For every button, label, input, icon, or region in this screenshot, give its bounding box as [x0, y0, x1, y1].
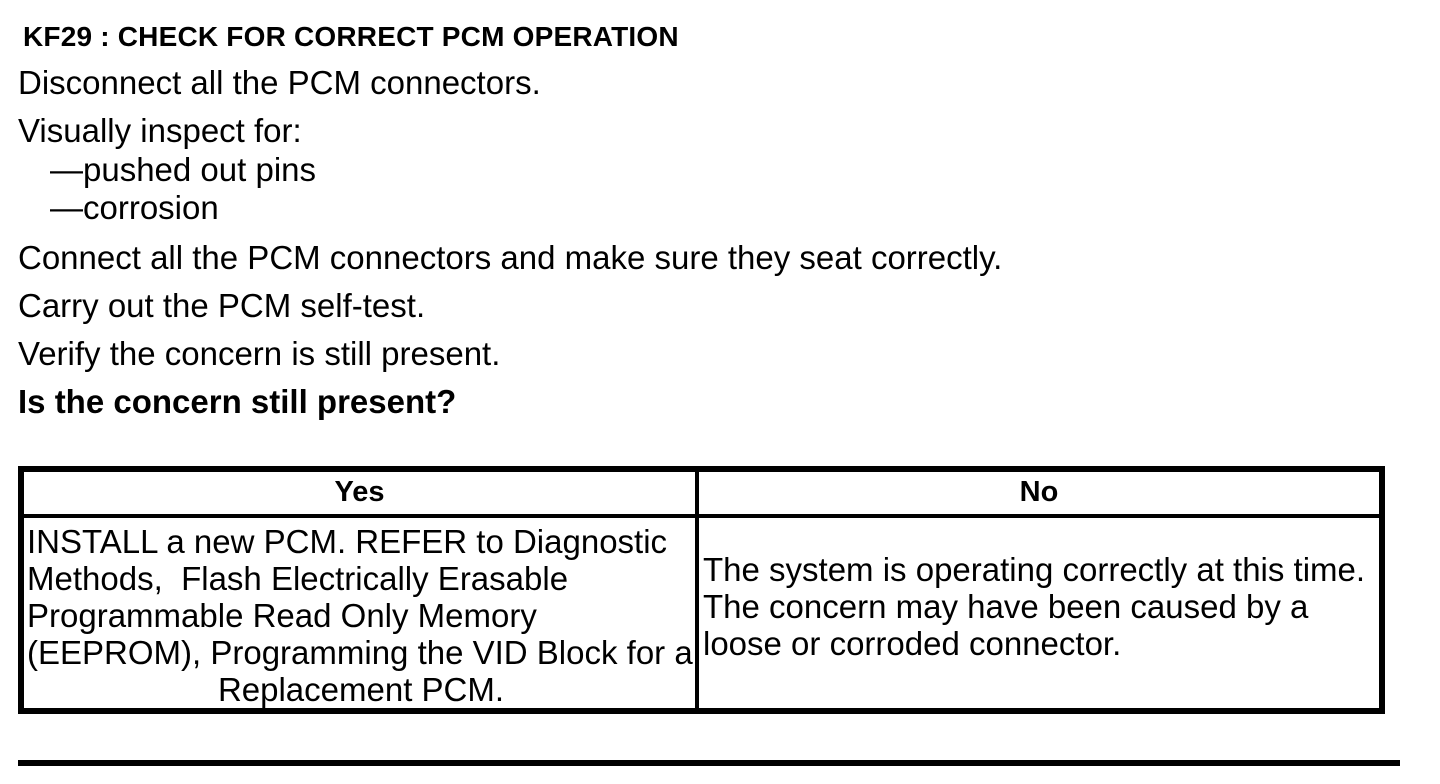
procedure-title: KF29 : CHECK FOR CORRECT PCM OPERATION — [23, 21, 679, 52]
yes-action-line: Programmable Read Only Memory — [27, 597, 537, 634]
yes-column-header: Yes — [19, 467, 699, 518]
inspect-list-item: —corrosion — [50, 189, 219, 226]
no-action-line: The concern may have been caused by a — [703, 587, 1309, 625]
inspect-list-item: —pushed out pins — [50, 151, 317, 188]
yes-action-line: (EEPROM), Programming the VID Block for … — [27, 634, 693, 671]
yes-action-line: Methods, Flash Electrically Erasable — [27, 560, 569, 597]
step-text: Connect all the PCM connectors and make … — [18, 239, 1003, 276]
decision-question: Is the concern still present? — [18, 383, 457, 420]
decision-table-body: INSTALL a new PCM. REFER to Diagnostic M… — [19, 514, 1384, 713]
no-column-header: No — [695, 467, 1384, 518]
step-text: Carry out the PCM self-test. — [18, 287, 426, 324]
yes-action-line-last: Replacement PCM. — [217, 671, 505, 708]
no-action-line: The system is operating correctly at thi… — [703, 550, 1366, 588]
step-text: Visually inspect for: — [18, 112, 302, 149]
page-divider-rule — [18, 760, 1400, 766]
step-text: Verify the concern is still present. — [18, 335, 501, 372]
no-action-cell: The system is operating correctly at thi… — [695, 514, 1384, 713]
decision-table: Yes No INSTALL a new PCM. REFER to Diagn… — [18, 466, 1385, 714]
yes-action-cell: INSTALL a new PCM. REFER to Diagnostic M… — [19, 514, 699, 713]
table-body-row: INSTALL a new PCM. REFER to Diagnostic M… — [19, 514, 1384, 713]
yes-action-line: INSTALL a new PCM. REFER to Diagnostic — [27, 523, 668, 560]
step-text: Disconnect all the PCM connectors. — [18, 64, 541, 101]
decision-table-header: Yes No — [19, 467, 1384, 518]
table-header-row: Yes No — [19, 467, 1384, 518]
document-page: KF29 : CHECK FOR CORRECT PCM OPERATION D… — [18, 21, 1400, 766]
no-action-line: loose or corroded connector. — [703, 624, 1122, 662]
